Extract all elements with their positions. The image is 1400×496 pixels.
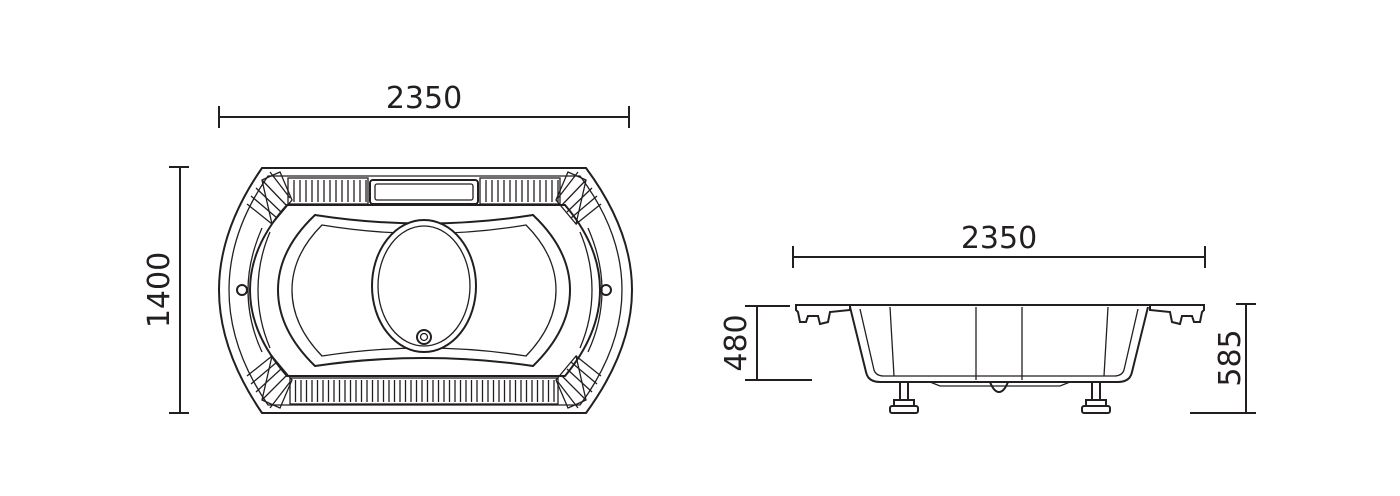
right-control-button <box>600 284 612 296</box>
basin-inner <box>291 224 557 357</box>
panel-line-4 <box>1103 306 1109 377</box>
top-left-grille <box>287 177 369 205</box>
center-seat-inner <box>377 225 471 347</box>
corner-grille-top-right <box>555 171 602 226</box>
leg-left <box>889 381 919 414</box>
overall-height-dimension: 585 <box>1190 303 1256 414</box>
tub-deck-edge <box>248 204 602 377</box>
corner-grille-bottom-right <box>555 354 602 409</box>
side-width-dimension: 2350 <box>792 221 1206 268</box>
rim-height-label: 480 <box>719 314 754 371</box>
overall-height-label: 585 <box>1213 329 1248 386</box>
left-control-button <box>236 284 248 296</box>
side-view: 2350 480 585 <box>719 221 1256 414</box>
top-height-dimension: 1400 <box>142 166 189 414</box>
side-drain-bump <box>989 381 1009 394</box>
right-side-rail-inner <box>579 231 593 349</box>
drain-outer <box>416 329 432 345</box>
tub-outer-rim <box>217 167 634 414</box>
base-bar <box>929 381 1071 387</box>
tub-body-outer <box>849 306 1149 383</box>
basin-outer <box>276 213 572 368</box>
corner-grille-bottom-left <box>246 354 293 409</box>
top-right-grille <box>479 177 561 205</box>
leg-right <box>1081 381 1111 414</box>
drain-inner <box>419 332 429 342</box>
top-width-label: 2350 <box>386 81 462 116</box>
tub-inner-rim <box>228 175 623 406</box>
top-width-dimension: 2350 <box>218 81 630 128</box>
rim-flange-left <box>795 304 851 326</box>
corner-grille-top-left <box>246 171 293 226</box>
left-side-rail-inner <box>257 231 271 349</box>
bottom-grille <box>289 377 559 405</box>
rim-flange-right <box>1149 304 1205 326</box>
tub-body-inner <box>859 308 1139 377</box>
rim-height-dimension: 480 <box>719 305 812 381</box>
headrest-pad <box>369 179 479 205</box>
top-height-label: 1400 <box>142 252 177 328</box>
panel-line-1 <box>889 306 895 377</box>
center-seat-outer <box>371 219 477 353</box>
top-view: 2350 1400 <box>142 81 634 414</box>
side-width-label: 2350 <box>961 221 1037 256</box>
